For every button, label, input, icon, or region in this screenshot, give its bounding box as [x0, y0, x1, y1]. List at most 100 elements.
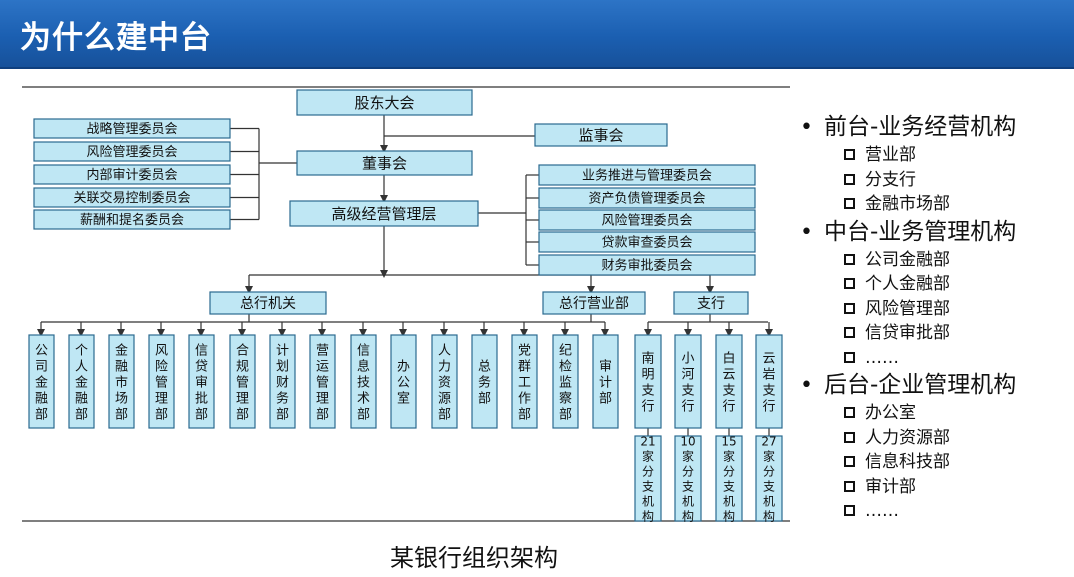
- department-4: 风险管理部: [148, 334, 175, 429]
- department-2-label: 个人金融部: [75, 344, 88, 423]
- department-5: 信贷审批部: [188, 334, 215, 429]
- legend-item: 风险管理部: [800, 297, 1070, 322]
- board-committee-5: 薪酬和提名委员会: [33, 209, 231, 230]
- checkbox-square-icon: [844, 253, 855, 265]
- branch-2: 小河支行: [674, 334, 702, 429]
- board-committee-2: 风险管理委员会: [33, 141, 231, 162]
- branch-4: 云岩支行: [755, 334, 783, 429]
- group-business-dept-label: 总行营业部: [559, 296, 629, 312]
- board-committee-4-label: 关联交易控制委员会: [73, 190, 190, 206]
- board-committee-1-label: 战略管理委员会: [86, 121, 177, 137]
- branch-1-label: 南明支行: [641, 351, 654, 415]
- department-11: 人力资源部: [431, 334, 458, 429]
- department-7: 计划财务部: [269, 334, 296, 429]
- department-10: 办公室: [390, 334, 417, 429]
- legend-item-label: 营业部: [865, 145, 916, 165]
- mgmt-committee-4-label: 贷款审查委员会: [601, 236, 692, 251]
- checkbox-square-icon: [844, 149, 855, 160]
- legend-item: 审计部: [800, 475, 1070, 500]
- department-9: 信息技术部: [350, 334, 377, 429]
- legend-item: 人力资源部: [800, 426, 1070, 451]
- header-bar: 为什么建中台: [0, 0, 1074, 69]
- checkbox-square-icon: [844, 505, 855, 516]
- mgmt-committee-2-label: 资产负债管理委员会: [588, 192, 705, 207]
- legend-item: 分支行: [800, 168, 1070, 193]
- department-9-label: 信息技术部: [357, 344, 370, 423]
- group-head-office: 总行机关: [209, 291, 327, 315]
- legend-item-label: 公司金融部: [865, 249, 950, 270]
- department-5-label: 信贷审批部: [195, 344, 208, 423]
- checkbox-square-icon: [844, 480, 855, 492]
- legend-item-label: 金融市场部: [865, 194, 950, 214]
- legend-item: 办公室: [800, 401, 1070, 426]
- branch-3-label: 白云支行: [722, 351, 735, 415]
- bullet-icon: •: [800, 373, 813, 398]
- node-board: 董事会: [296, 150, 473, 176]
- legend-item: 信贷审批部: [800, 321, 1070, 346]
- mgmt-committee-3-label: 风险管理委员会: [601, 214, 692, 229]
- board-committee-1: 战略管理委员会: [33, 118, 231, 139]
- group-head-office-label: 总行机关: [240, 296, 296, 312]
- legend-item-label: ……: [865, 347, 899, 368]
- legend-category-label: 中台-业务管理机构: [824, 218, 1017, 245]
- board-committee-3-label: 内部审计委员会: [86, 167, 177, 183]
- checkbox-square-icon: [844, 431, 855, 443]
- branch-2-label: 小河支行: [681, 352, 694, 415]
- department-2: 个人金融部: [68, 334, 95, 429]
- node-board-label: 董事会: [362, 154, 407, 172]
- diagram-caption: 某银行组织架构: [390, 544, 558, 572]
- group-branches: 支行: [673, 291, 749, 315]
- legend-item: 公司金融部: [800, 248, 1070, 273]
- department-7-label: 计划财务部: [276, 344, 289, 423]
- legend-item-label: 审计部: [865, 476, 916, 497]
- checkbox-square-icon: [844, 198, 855, 209]
- legend-category-label: 后台-企业管理机构: [824, 372, 1017, 398]
- page-title: 为什么建中台: [20, 20, 212, 56]
- mgmt-committee-4: 贷款审查委员会: [538, 231, 756, 253]
- department-6-label: 合规管理部: [236, 344, 249, 423]
- checkbox-square-icon: [844, 327, 855, 338]
- checkbox-square-icon: [844, 407, 855, 418]
- legend-item-label: 个人金融部: [865, 274, 950, 294]
- board-committee-3: 内部审计委员会: [33, 164, 231, 185]
- department-8-label: 营运管理部: [316, 344, 329, 423]
- department-11-label: 人力资源部: [438, 344, 451, 423]
- branch-1: 南明支行: [634, 334, 662, 429]
- checkbox-square-icon: [844, 456, 855, 467]
- department-13-label: 党群工作部: [518, 344, 531, 423]
- board-committee-2-label: 风险管理委员会: [86, 145, 177, 160]
- mgmt-committee-3: 风险管理委员会: [538, 209, 756, 231]
- node-senior-management: 高级经营管理层: [289, 200, 479, 227]
- legend-category-1: •前台-业务经营机构: [800, 112, 1070, 143]
- legend-item-label: 办公室: [865, 403, 916, 423]
- department-15: 审计部: [592, 334, 619, 429]
- legend-category-2: • 中台-业务管理机构: [800, 217, 1070, 248]
- department-13: 党群工作部: [511, 334, 538, 429]
- bullet-icon: •: [800, 219, 813, 245]
- mgmt-committee-5-label: 财务审批委员会: [601, 258, 692, 274]
- checkbox-square-icon: [844, 302, 855, 314]
- department-15-label: 审计部: [599, 360, 612, 407]
- group-business-dept: 总行营业部: [542, 291, 646, 315]
- department-8: 营运管理部: [309, 334, 336, 429]
- department-3: 金融市场部: [108, 334, 135, 429]
- legend-category-label: 前台-业务经营机构: [824, 114, 1017, 140]
- department-12: 总务部: [471, 334, 498, 429]
- checkbox-square-icon: [844, 278, 855, 289]
- branch-3: 白云支行: [715, 334, 743, 429]
- legend-item: 个人金融部: [800, 272, 1070, 297]
- department-4-label: 风险管理部: [155, 344, 168, 423]
- board-committee-4: 关联交易控制委员会: [33, 187, 231, 208]
- legend-panel: •前台-业务经营机构营业部分支行金融市场部•中台-业务管理机构公司金融部个人金融…: [800, 112, 1070, 524]
- branch-4-label: 云岩支行: [762, 352, 775, 415]
- legend-item-label: 人力资源部: [865, 427, 950, 448]
- mgmt-committee-1-label: 业务推进与管理委员会: [582, 168, 712, 184]
- department-10-label: 办公室: [397, 360, 410, 407]
- legend-item-label: ……: [865, 501, 899, 521]
